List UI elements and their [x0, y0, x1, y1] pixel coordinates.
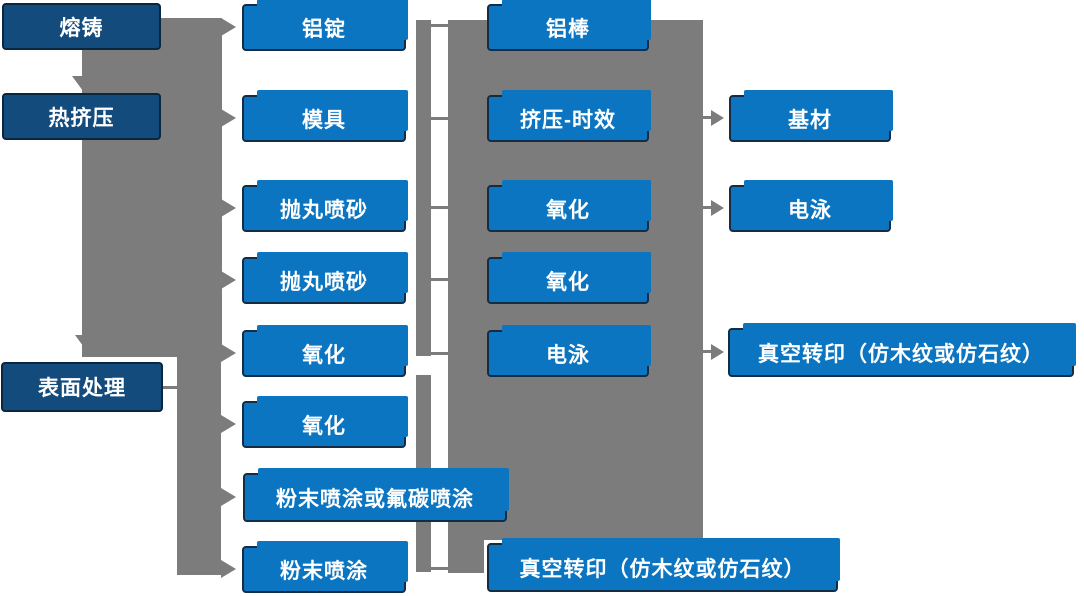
arrow-right-icon-row2 — [221, 109, 236, 127]
node-extrusion-aging: 挤压-时效 — [487, 90, 651, 142]
arrow-right-icon-row3 — [221, 199, 236, 217]
connector-left-trunk-upper — [82, 18, 222, 357]
node-mold: 模具 — [242, 90, 408, 142]
node-surface-treatment: 表面处理 — [1, 362, 163, 412]
connector-stub-row4 — [431, 278, 449, 281]
arrow-right-icon-base-material — [711, 110, 724, 126]
node-vacuum-transfer-right: 真空转印（仿木纹或仿石纹） — [728, 323, 1076, 377]
arrow-down-icon-2 — [75, 335, 97, 350]
connector-shaft-vacuum-transfer — [703, 350, 712, 353]
node-electrophoresis-1: 电泳 — [487, 325, 651, 377]
node-base-material: 基材 — [729, 90, 893, 142]
node-shot-blast-sand-1: 抛丸喷砂 — [242, 180, 408, 232]
arrow-right-icon-row4 — [221, 271, 236, 289]
node-oxidation-4: 氧化 — [487, 252, 651, 304]
node-oxidation-3: 氧化 — [487, 180, 651, 232]
arrow-right-icon-row5 — [221, 344, 236, 362]
connector-shaft-electrophoresis — [703, 206, 712, 209]
connector-left-trunk-lower — [177, 357, 221, 575]
node-powder-or-fluorocarbon-coating: 粉末喷涂或氟碳喷涂 — [243, 468, 509, 522]
connector-stub-row1 — [431, 24, 449, 27]
connector-surface-treatment-link — [163, 386, 179, 389]
connector-stub-row2 — [431, 117, 449, 120]
node-aluminum-rod: 铝棒 — [487, 0, 651, 51]
connector-mid-bus-upper — [416, 20, 431, 356]
node-melting-casting: 熔铸 — [2, 3, 161, 50]
node-shot-blast-sand-2: 抛丸喷砂 — [242, 252, 408, 304]
connector-stub-row3 — [431, 206, 449, 209]
arrow-right-icon-vacuum-transfer — [711, 344, 724, 360]
connector-stub-row5 — [431, 352, 449, 355]
connector-shaft-base-material — [703, 116, 712, 119]
node-powder-coating: 粉末喷涂 — [242, 541, 408, 593]
node-oxidation-1: 氧化 — [242, 325, 408, 377]
node-electrophoresis-2: 电泳 — [729, 180, 893, 232]
connector-center-panel-foot — [448, 540, 484, 573]
arrow-right-icon-row1 — [221, 18, 236, 36]
arrow-right-icon-row6 — [221, 415, 236, 433]
arrow-right-icon-electrophoresis — [711, 200, 724, 216]
node-vacuum-transfer-bottom: 真空转印（仿木纹或仿石纹） — [487, 538, 840, 592]
arrow-down-icon-1 — [72, 76, 94, 91]
node-hot-extrusion: 热挤压 — [2, 93, 161, 140]
connector-stub-bottom — [431, 567, 449, 570]
node-oxidation-2: 氧化 — [242, 396, 408, 448]
node-aluminum-ingot: 铝锭 — [242, 0, 408, 51]
arrow-right-icon-row7 — [221, 488, 236, 506]
arrow-right-icon-row8 — [221, 560, 236, 578]
